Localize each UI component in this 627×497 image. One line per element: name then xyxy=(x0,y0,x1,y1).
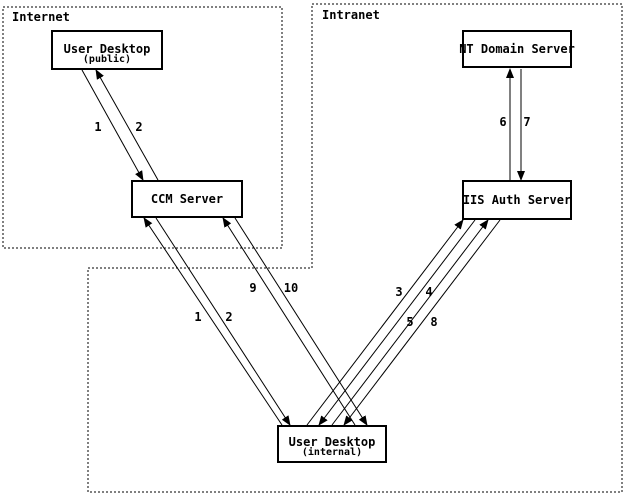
arrow-internal-desktop-to-ccm-9 xyxy=(222,217,356,426)
arrow-ccm-to-internal-desktop-10 xyxy=(234,217,368,426)
node-iis-auth-server: IIS Auth Server xyxy=(462,180,572,220)
arrow-ccm-to-internal-desktop-2 xyxy=(155,217,291,426)
flow-label-internal-iis-response-8: 8 xyxy=(430,315,438,329)
flow-label-iis-nt-response-7: 7 xyxy=(523,115,531,129)
arrow-internal-desktop-to-iis-3 xyxy=(306,219,464,426)
node-title: NT Domain Server xyxy=(459,42,575,56)
flow-label-public-ccm-response: 2 xyxy=(135,120,143,134)
intranet-zone-border xyxy=(87,3,623,493)
flow-label-iis-nt-request-6: 6 xyxy=(499,115,507,129)
node-title: IIS Auth Server xyxy=(462,193,572,207)
node-subtitle: (internal) xyxy=(301,447,363,458)
flow-label-public-ccm-request: 1 xyxy=(94,120,102,134)
zone-label-intranet: Intranet xyxy=(322,8,380,22)
node-subtitle: (public) xyxy=(82,54,132,65)
arrow-internal-desktop-to-ccm-1 xyxy=(143,217,283,426)
arrow-ccm-to-public-desktop xyxy=(95,69,159,181)
arrow-internal-desktop-to-iis-5 xyxy=(331,219,489,426)
flow-label-internal-iis-request-3: 3 xyxy=(395,285,403,299)
flow-label-internal-ccm-response: 2 xyxy=(225,310,233,324)
internet-zone-border xyxy=(2,6,283,249)
flow-label-internal-iis-response-4: 4 xyxy=(425,285,433,299)
arrow-iis-to-internal-desktop-4 xyxy=(318,219,476,426)
flow-label-internal-ccm-request: 1 xyxy=(194,310,202,324)
node-user-desktop-public: User Desktop (public) xyxy=(51,30,163,70)
flow-label-internal-ccm-request-9: 9 xyxy=(249,281,257,295)
node-title: User Desktop xyxy=(63,42,151,56)
zone-label-internet: Internet xyxy=(12,10,70,24)
node-user-desktop-internal: User Desktop (internal) xyxy=(277,425,387,463)
node-title: User Desktop xyxy=(288,435,376,449)
node-nt-domain-server: NT Domain Server xyxy=(459,30,575,68)
flow-label-internal-ccm-response-10: 10 xyxy=(283,281,299,295)
flow-label-internal-iis-request-5: 5 xyxy=(406,315,414,329)
node-title: CCM Server xyxy=(150,192,224,206)
arrow-iis-to-internal-desktop-8 xyxy=(343,219,501,426)
node-ccm-server: CCM Server xyxy=(131,180,243,218)
arrow-public-desktop-to-ccm xyxy=(81,69,144,181)
